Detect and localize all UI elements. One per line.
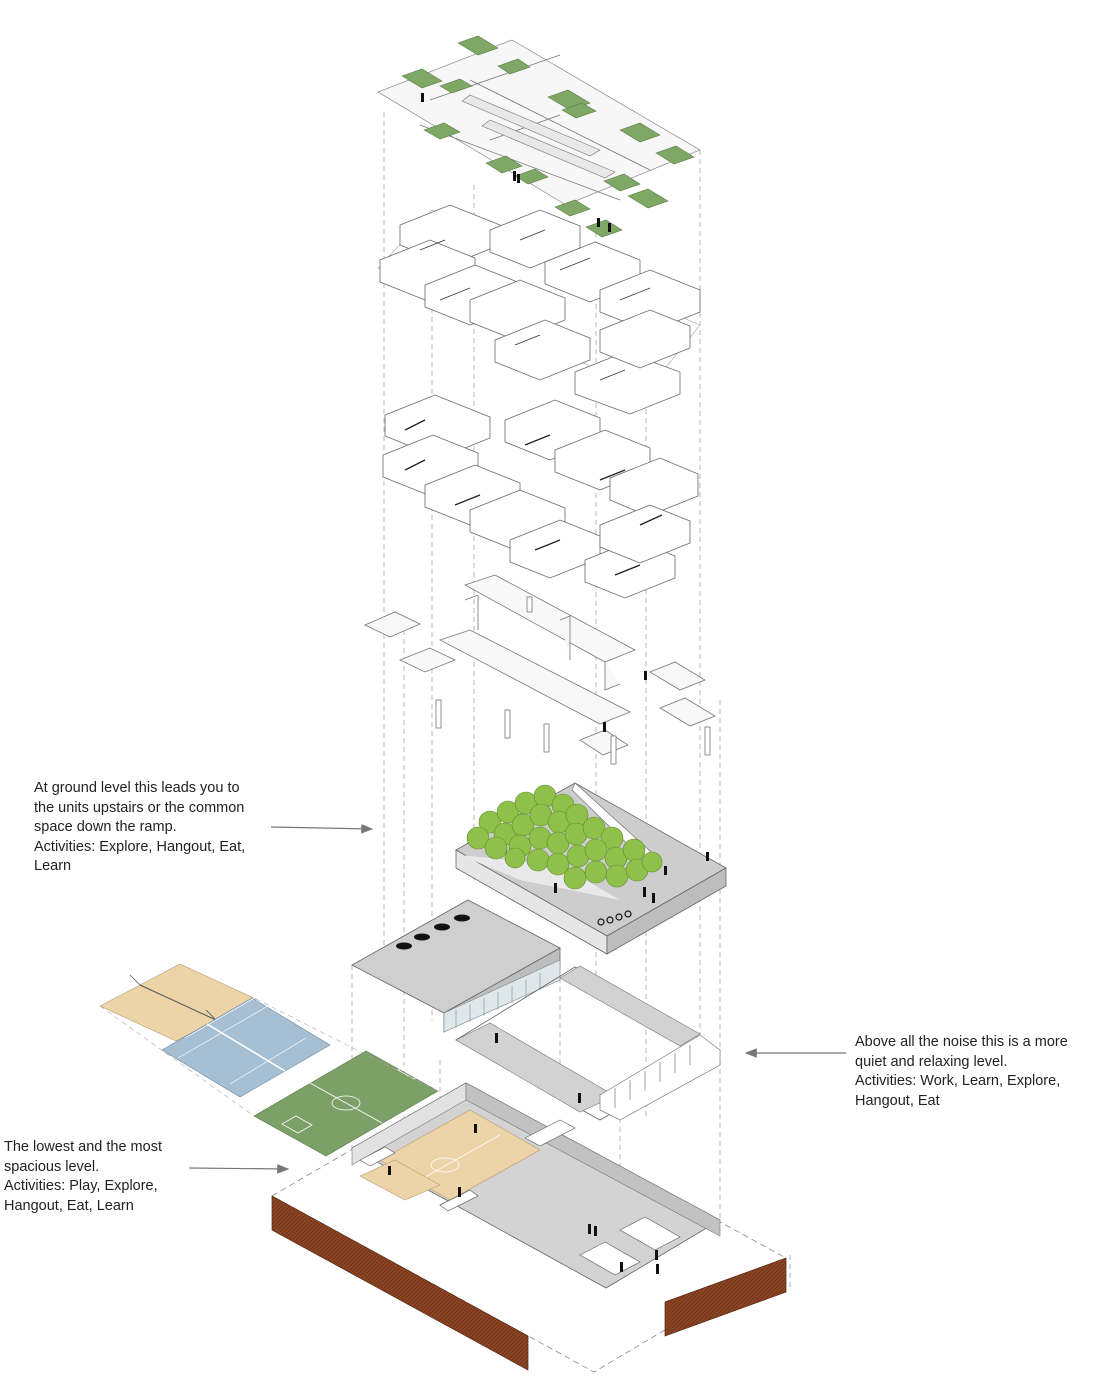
plaza-people bbox=[554, 852, 709, 903]
annotation-line: Above all the noise this is a more bbox=[855, 1034, 1068, 1050]
upper-units-level bbox=[377, 204, 701, 415]
walkway-posts bbox=[435, 596, 711, 765]
annotation-line: The lowest and the most bbox=[4, 1139, 162, 1155]
unit-stairs bbox=[404, 419, 663, 576]
annotation-arrows bbox=[188, 823, 846, 1174]
mid-level-annotation: Above all the noise this is a more quiet… bbox=[855, 1033, 1068, 1111]
walkway-people bbox=[603, 671, 647, 732]
annotation-line: spacious level. bbox=[4, 1158, 100, 1175]
annotation-line: space down the ramp. bbox=[34, 819, 177, 835]
lower-units-level bbox=[382, 394, 699, 599]
mid-level bbox=[351, 899, 721, 1121]
lowest-level-arrow bbox=[188, 1164, 290, 1174]
sports-courts bbox=[99, 963, 439, 1157]
roof-people bbox=[421, 93, 611, 232]
roof-grass-patches bbox=[401, 35, 695, 238]
tree-grove bbox=[466, 784, 663, 890]
tennis-court bbox=[161, 985, 331, 1098]
mid-level-people bbox=[495, 1033, 581, 1103]
annotation-line: Activities: Work, Learn, Explore, bbox=[855, 1073, 1061, 1089]
ground-level-annotation: At ground level this leads you to the un… bbox=[34, 779, 245, 877]
walkway-level bbox=[364, 574, 716, 765]
annotation-line: Activities: Explore, Hangout, Eat, bbox=[34, 838, 246, 855]
annotation-line: Hangout, Eat, Learn bbox=[4, 1197, 134, 1214]
bicycles bbox=[597, 910, 632, 926]
volleyball-court bbox=[99, 963, 257, 1042]
annotation-line: Activities: Play, Explore, bbox=[4, 1178, 158, 1194]
annotation-line: Learn bbox=[34, 858, 72, 874]
annotation-line: quiet and relaxing level. bbox=[855, 1053, 1008, 1070]
ground-plaza-level bbox=[455, 782, 727, 955]
roof-garden-level bbox=[377, 35, 701, 238]
annotation-line: the units upstairs or the common bbox=[34, 799, 245, 816]
soccer-field bbox=[253, 1050, 439, 1157]
basement-level bbox=[271, 1082, 787, 1373]
basement-people bbox=[388, 1124, 659, 1274]
lowest-level-annotation: The lowest and the most spacious level. … bbox=[4, 1138, 162, 1216]
mid-level-dark-seats bbox=[396, 914, 470, 950]
ground-level-arrow bbox=[270, 823, 374, 834]
annotation-line: Hangout, Eat bbox=[855, 1092, 940, 1109]
annotation-line: At ground level this leads you to bbox=[34, 780, 240, 796]
